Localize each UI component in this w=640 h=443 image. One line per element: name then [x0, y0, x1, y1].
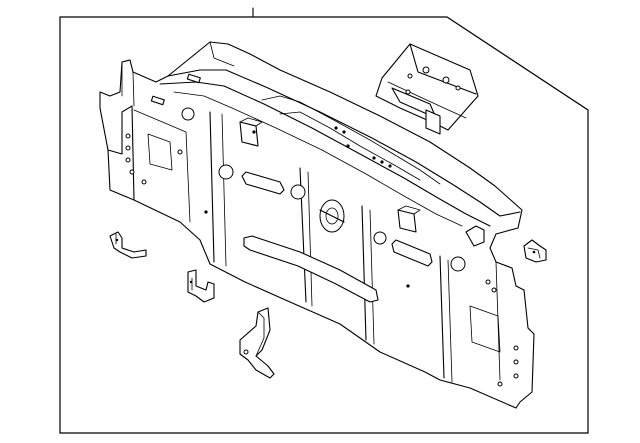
reinforcement-bracket	[375, 43, 479, 135]
rear-body-panel	[99, 41, 535, 409]
right-clip-bracket	[523, 239, 547, 263]
center-bracket	[187, 269, 215, 303]
left-mounting-bracket	[109, 231, 147, 259]
lower-support-bracket	[239, 307, 275, 379]
